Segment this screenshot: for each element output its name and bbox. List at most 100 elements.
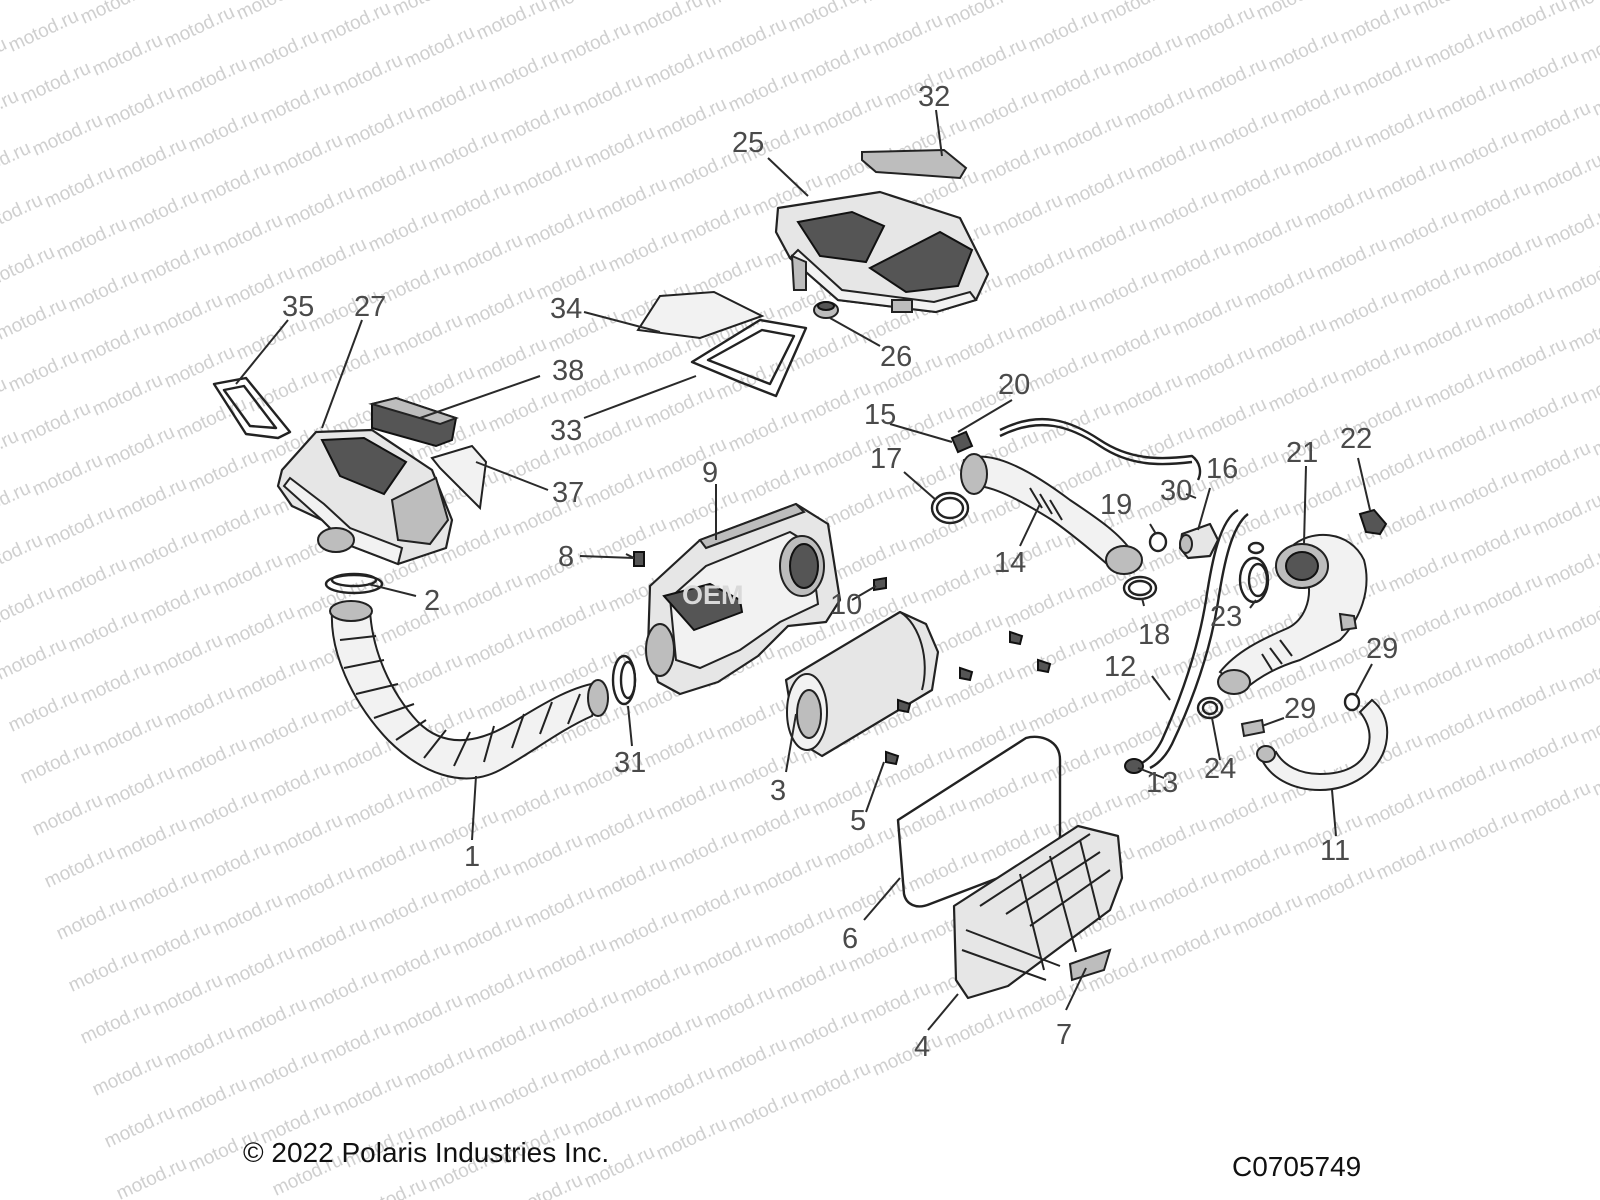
- watermark-text: motod.ru: [1049, 110, 1126, 161]
- watermark-text: motod.ru: [869, 10, 946, 61]
- callout-35: 34: [550, 293, 582, 325]
- watermark-text: motod.ru: [0, 530, 46, 581]
- watermark-text: motod.ru: [101, 422, 178, 473]
- watermark-text: motod.ru: [1025, 686, 1102, 737]
- watermark-text: motod.ru: [0, 0, 70, 5]
- part-7-label-plate: [1068, 948, 1112, 982]
- watermark-text: motod.ru: [605, 226, 682, 277]
- watermark-text: motod.ru: [1109, 30, 1186, 81]
- leader-38: [419, 375, 541, 419]
- watermark-text: motod.ru: [653, 774, 730, 825]
- watermark-text: motod.ru: [1577, 358, 1600, 409]
- callout-17: 17: [870, 443, 902, 475]
- watermark-text: motod.ru: [1385, 546, 1462, 597]
- watermark-text: motod.ru: [1565, 646, 1600, 697]
- watermark-text: motod.ru: [941, 1002, 1018, 1053]
- watermark-text: motod.ru: [365, 886, 442, 937]
- watermark-text: motod.ru: [1433, 754, 1510, 805]
- part-32-hose-clamp: [611, 654, 637, 706]
- watermark-text: motod.ru: [941, 662, 1018, 713]
- watermark-text: motod.ru: [1517, 98, 1594, 149]
- watermark-text: motod.ru: [641, 42, 718, 93]
- watermark-text: motod.ru: [461, 962, 538, 1013]
- watermark-text: motod.ru: [917, 558, 994, 609]
- watermark-text: motod.ru: [197, 158, 274, 209]
- watermark-text: motod.ru: [725, 406, 802, 457]
- callout-7: 7: [1056, 1019, 1072, 1051]
- watermark-text: motod.ru: [1505, 46, 1582, 97]
- watermark-text: motod.ru: [149, 0, 226, 1]
- callout-20: 20: [998, 369, 1030, 401]
- watermark-text: motod.ru: [209, 550, 286, 601]
- watermark-text: motod.ru: [725, 1086, 802, 1137]
- part-29-fitting: [1240, 718, 1266, 738]
- watermark-text: motod.ru: [5, 686, 82, 737]
- watermark-text: motod.ru: [893, 794, 970, 845]
- watermark-text: motod.ru: [1445, 466, 1522, 517]
- part-5-wing-fasteners: [885, 630, 1052, 766]
- leader-1: [471, 775, 477, 841]
- watermark-text: motod.ru: [797, 38, 874, 89]
- watermark-text: motod.ru: [257, 758, 334, 809]
- part-38-foam-block: [368, 396, 459, 448]
- leader-37: [475, 461, 549, 491]
- watermark-text: motod.ru: [293, 234, 370, 285]
- watermark-text: motod.ru: [725, 746, 802, 797]
- callout-16: 16: [1206, 453, 1238, 485]
- watermark-text: motod.ru: [1481, 282, 1558, 333]
- part-35-seal-panel: [636, 290, 765, 340]
- watermark-text: motod.ru: [1013, 634, 1090, 685]
- watermark-text: motod.ru: [113, 814, 190, 865]
- watermark-text: motod.ru: [869, 1030, 946, 1081]
- part-17-hose-clamp: [930, 491, 970, 525]
- watermark-text: motod.ru: [581, 462, 658, 513]
- callout-22: 22: [1340, 423, 1372, 455]
- leader-17: [903, 471, 937, 501]
- watermark-text: motod.ru: [1469, 570, 1546, 621]
- watermark-text: motod.ru: [281, 182, 358, 233]
- callout-34: 33: [550, 415, 582, 447]
- watermark-text: motod.ru: [101, 1102, 178, 1153]
- watermark-text: motod.ru: [173, 54, 250, 105]
- watermark-text: motod.ru: [641, 1062, 718, 1113]
- watermark-text: motod.ru: [473, 0, 550, 45]
- watermark-text: motod.ru: [797, 378, 874, 429]
- leader-10: [851, 585, 877, 601]
- watermark-text: motod.ru: [509, 830, 586, 881]
- watermark-text: motod.ru: [521, 882, 598, 933]
- watermark-text: motod.ru: [137, 238, 214, 289]
- watermark-text: motod.ru: [329, 50, 406, 101]
- leader-35: [583, 311, 661, 333]
- leader-15: [889, 423, 953, 443]
- watermark-text: motod.ru: [641, 722, 718, 773]
- leader-2: [367, 583, 417, 597]
- watermark-text: motod.ru: [389, 650, 466, 701]
- watermark-text: motod.ru: [1145, 866, 1222, 917]
- callout-14: 14: [994, 547, 1026, 579]
- watermark-text: motod.ru: [1229, 890, 1306, 941]
- watermark-text: motod.ru: [1097, 0, 1174, 29]
- watermark-text: motod.ru: [1229, 210, 1306, 261]
- callout-5: 5: [850, 805, 866, 837]
- watermark-text: motod.ru: [29, 110, 106, 161]
- watermark-text: motod.ru: [797, 1058, 874, 1109]
- watermark-text: motod.ru: [1373, 154, 1450, 205]
- watermark-text: motod.ru: [1517, 778, 1594, 829]
- watermark-text: motod.ru: [1217, 498, 1294, 549]
- watermark-text: motod.ru: [581, 122, 658, 173]
- watermark-text: motod.ru: [1001, 582, 1078, 633]
- watermark-text: motod.ru: [965, 86, 1042, 137]
- watermark-text: motod.ru: [77, 658, 154, 709]
- watermark-text: motod.ru: [713, 14, 790, 65]
- part-8-screw: [625, 551, 645, 567]
- watermark-text: motod.ru: [17, 58, 94, 109]
- watermark-text: motod.ru: [317, 338, 394, 389]
- watermark-text: motod.ru: [1037, 58, 1114, 109]
- watermark-text: motod.ru: [41, 502, 118, 553]
- watermark-text: motod.ru: [569, 70, 646, 121]
- callout-6: 6: [842, 923, 858, 955]
- watermark-text: motod.ru: [809, 770, 886, 821]
- watermark-text: motod.ru: [1133, 134, 1210, 185]
- watermark-text: motod.ru: [1109, 710, 1186, 761]
